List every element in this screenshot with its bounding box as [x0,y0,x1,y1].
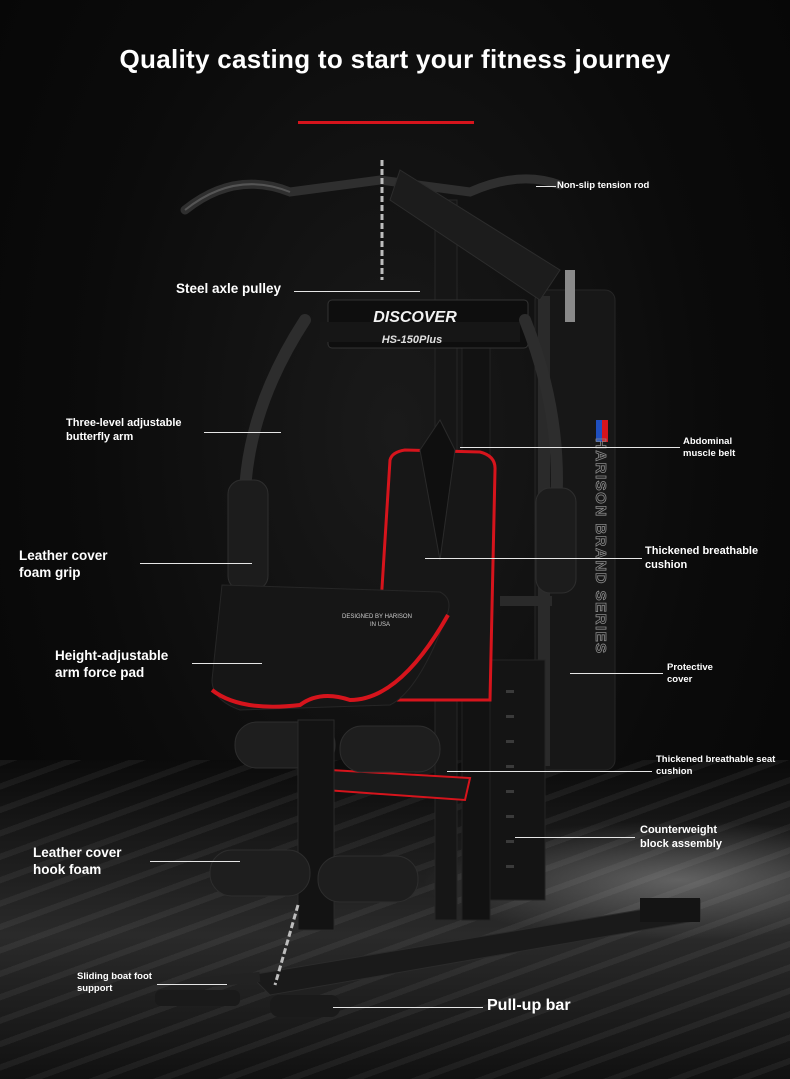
label-counterweight: Counterweight block assembly [640,824,722,850]
label-seat-cushion: Thickened breathable seat cushion [656,754,776,777]
label-steel-axle-pulley: Steel axle pulley [176,281,282,296]
label-hook-foam: Leather cover hook foam [33,845,122,877]
label-abdominal-belt: Abdominal muscle belt [683,436,736,459]
pad-print-line2: IN USA [370,622,390,628]
leader-line [425,558,642,559]
leader-line [140,563,252,564]
label-arm-force-pad: Height-adjustable arm force pad [55,648,169,680]
leader-line [536,186,556,187]
title-underline [298,121,474,124]
leader-line [294,291,420,292]
label-protective-cover: Protective cover [667,662,713,685]
leader-line [447,771,652,772]
pad-print-line1: DESIGNED BY HARISON [342,614,412,620]
label-butterfly-arm: Three-level adjustable butterfly arm [66,417,182,443]
label-foot-support: Sliding boat foot support [77,971,152,994]
label-leather-foam-grip: Leather cover foam grip [19,548,108,580]
label-pullup-bar: Pull-up bar [487,997,571,1014]
leader-line [150,861,240,862]
leader-line [515,837,635,838]
leader-line [157,984,227,985]
leader-line [460,447,680,448]
leader-line [333,1007,483,1008]
column-series-text: HARISON BRAND SERIES [592,438,609,655]
label-backrest-cushion: Thickened breathable cushion [645,545,759,571]
brand-plate-text: DISCOVER [373,309,457,326]
leader-line [204,432,281,433]
leader-line [192,663,262,664]
page-title: Quality casting to start your fitness jo… [119,44,671,74]
leader-line [570,673,663,674]
model-plate-text: HS-150Plus [382,334,443,346]
label-non-slip-rod: Non-slip tension rod [557,180,650,191]
